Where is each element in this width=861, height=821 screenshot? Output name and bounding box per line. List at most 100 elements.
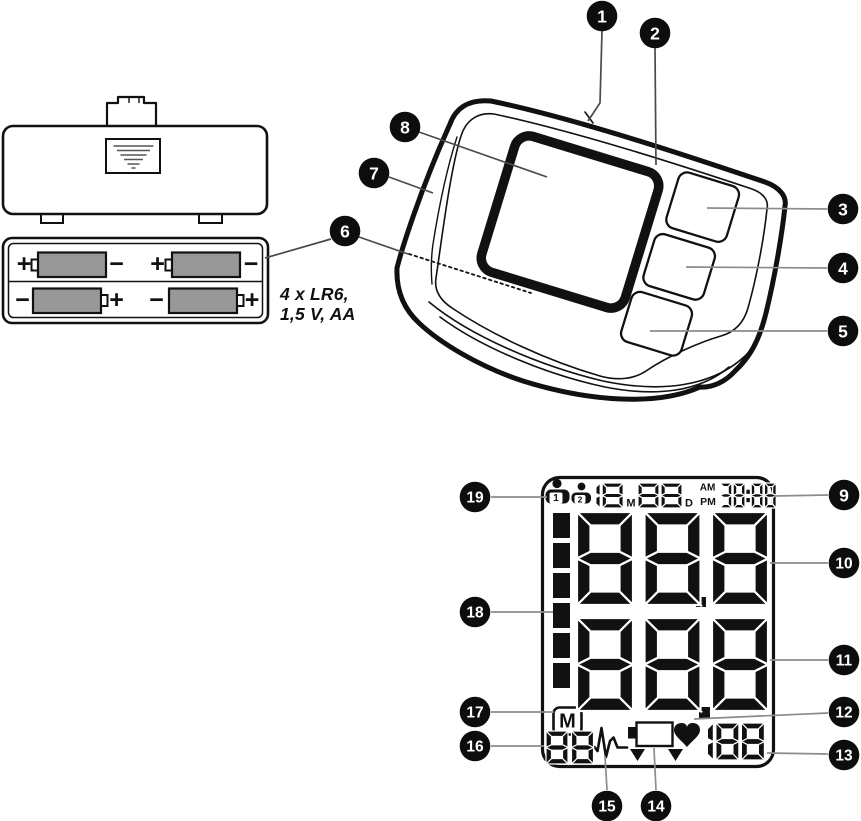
battery-cell-1: + − (17, 250, 124, 279)
callout-3-badge (827, 193, 859, 225)
polarity-minus: − (244, 250, 259, 278)
battery-body (170, 251, 242, 279)
battery-compartment: + − + − − + − + (1, 236, 270, 325)
pulse-wave-icon (588, 726, 629, 759)
callout-6-badge (329, 215, 361, 247)
callout-15-leader-line (604, 755, 608, 791)
day-label: D (685, 498, 693, 510)
button-middle (642, 232, 717, 301)
tube-socket-seam (584, 111, 594, 124)
device-base-seam-1 (428, 301, 767, 388)
battery-location-dashed-line (408, 253, 532, 294)
callout-7-badge (358, 157, 390, 189)
button-top (665, 171, 741, 243)
battery-cell-2: + − (150, 250, 259, 279)
callout-3-number: 3 (838, 199, 848, 219)
pulse-display (706, 721, 766, 762)
callout-11: 11 (770, 644, 860, 676)
callout-7: 7 (358, 157, 434, 194)
person-1-icon: 1 (545, 478, 570, 504)
callout-13-leader-line (766, 752, 829, 755)
polarity-minus: − (149, 286, 164, 314)
diastolic-decimal-point (699, 707, 710, 718)
callout-4-badge (827, 252, 859, 284)
callout-12: 12 (693, 696, 860, 728)
am-label: AM (700, 483, 716, 494)
battery-cover (1, 95, 269, 224)
callout-6-leader-line (358, 236, 409, 255)
callout-18-number: 18 (466, 605, 484, 622)
memory-count-display (544, 729, 595, 766)
callout-12-badge (828, 696, 860, 728)
callout-9: 9 (773, 479, 860, 511)
pressure-bar-indicator (553, 513, 570, 688)
callout-17: 17 (459, 696, 554, 728)
battery-body (31, 287, 103, 315)
diastolic-display (574, 615, 771, 714)
battery-spec-line2: 1,5 V, AA (280, 304, 356, 325)
callout-1-badge (586, 0, 618, 32)
systolic-display (574, 509, 771, 608)
callout-4-number: 4 (838, 258, 848, 278)
callout-19-number: 19 (466, 490, 484, 507)
callout-15-number: 15 (598, 799, 616, 816)
callout-6: 6 (264, 215, 409, 259)
callout-10-number: 10 (835, 556, 852, 573)
callout-11-number: 11 (836, 653, 853, 670)
callout-15-badge (591, 790, 623, 821)
callout-1: 1 (586, 0, 618, 122)
callout-4-leader-line (685, 266, 828, 269)
month-label: M (626, 498, 635, 510)
polarity-minus: − (15, 286, 30, 314)
callout-14: 14 (640, 747, 672, 821)
button-bottom (619, 290, 694, 357)
callout-15: 15 (591, 755, 623, 821)
person-1-label: 1 (553, 493, 559, 504)
callout-5-number: 5 (838, 321, 848, 341)
callout-7-leader-line (388, 176, 434, 194)
marker-triangle-left (630, 749, 645, 761)
callout-1-leader-line (587, 30, 603, 122)
person-2-icon: 2 (571, 482, 591, 505)
callout-8: 8 (389, 111, 548, 178)
cover-tab-notch (128, 97, 140, 103)
callout-3-leader-line (706, 207, 828, 210)
day-display (636, 481, 684, 510)
callout-12-leader-line (693, 712, 829, 720)
callout-13: 13 (766, 739, 860, 771)
low-battery-icon (628, 721, 674, 748)
device-illustration (394, 98, 788, 402)
month-display (595, 481, 625, 510)
callout-18-badge (459, 596, 491, 628)
callout-7-number: 7 (369, 163, 379, 183)
marker-triangle-right (668, 749, 683, 761)
callout-18: 18 (459, 596, 553, 628)
callout-2-badge (639, 17, 671, 49)
callout-19: 19 (459, 481, 547, 513)
callout-6-number: 6 (340, 221, 350, 241)
callout-14-number: 14 (647, 799, 665, 816)
battery-cell-4: − + (149, 286, 259, 315)
cover-foot-left (40, 214, 64, 224)
callout-10-badge (828, 547, 860, 579)
polarity-minus: − (109, 250, 124, 278)
battery-body (167, 287, 239, 315)
callout-2-leader-line (654, 47, 657, 166)
callout-11-badge (828, 644, 860, 676)
callout-13-badge (828, 739, 860, 771)
callout-9-leader-line (773, 494, 829, 497)
cover-emblem-arrow-icon (113, 145, 154, 169)
callout-5: 5 (650, 315, 859, 347)
device-left-edge-line (430, 136, 458, 285)
callout-1-number: 1 (597, 6, 607, 26)
callout-16-badge (459, 730, 491, 762)
callout-5-badge (827, 315, 859, 347)
memory-symbol-letter: M (559, 711, 576, 733)
callout-8-number: 8 (400, 117, 410, 137)
device-base-seam-2 (439, 316, 730, 393)
memory-symbol-icon: M (552, 706, 583, 736)
cover-foot-right (198, 214, 223, 224)
person-2-label: 2 (578, 495, 583, 505)
